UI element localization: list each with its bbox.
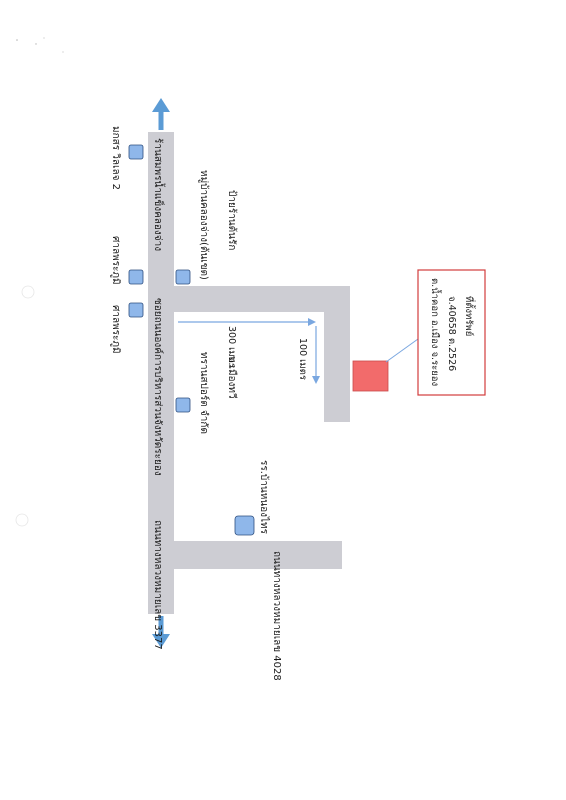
scan-speck: [43, 37, 45, 39]
main-road: [148, 132, 174, 614]
label-shrine-2: ศาลพระภูมิ: [110, 305, 121, 354]
landmark-marker-icon: [128, 144, 144, 160]
property-marker-icon: [352, 360, 389, 392]
scan-speck: [15, 513, 29, 527]
label-sign-shop: ป้ายร้านต้นรัก: [226, 190, 238, 250]
label-company-name: บ.เมืองทวี: [226, 356, 238, 399]
measure-label-100m: 100 เมตร: [297, 338, 308, 380]
label-village-klongjang: หมู่บ้านคลองจ่าง(ต้นเขต): [198, 170, 210, 280]
landmark-marker-icon: [234, 515, 255, 536]
landmark-marker-icon: [175, 269, 191, 285]
label-soi-pao: ซอยถนนองค์การบริหารส่วนจังหวัดระยอง: [152, 298, 164, 476]
measure-arrow-vertical: [312, 326, 320, 384]
property-box-deed: จ.40658 ต.2526: [446, 296, 457, 371]
property-info-box: [417, 269, 486, 396]
scan-speck: [35, 43, 37, 45]
landmark-marker-icon: [128, 269, 144, 285]
measure-label-300m: 300 เมตร: [226, 326, 237, 368]
label-highway-3377: ถนนทางหลวงหมายเลข 3377: [152, 520, 163, 650]
label-company-suffix: ทรานสปอร์ต จำกัด: [198, 352, 210, 434]
label-school: รร.บ้านหนองไทร: [258, 460, 270, 535]
property-box-title: ที่ตั้งทรัพย์: [463, 296, 476, 336]
road-direction-north-icon: [152, 98, 170, 130]
label-shrine-1: ศาลพระภูมิ: [110, 236, 121, 285]
branch-road: [174, 541, 342, 569]
property-box-location: ต.น้ำคอก อ.เมือง จ.ระยอง: [429, 278, 442, 386]
label-village-market: มกสร วิลเลจ 2: [110, 126, 121, 190]
measure-arrow-horizontal: [178, 318, 316, 326]
soi-road-horizontal: [174, 286, 350, 312]
soi-road-vertical: [324, 286, 350, 422]
road-direction-south-icon: [152, 616, 170, 648]
landmark-marker-icon: [128, 302, 144, 318]
scan-speck: [62, 51, 64, 53]
label-ice-shop: ร้านสมพรน้ำแข็งคลองจ่าง: [152, 138, 166, 251]
landmark-marker-icon: [175, 397, 191, 413]
label-highway-4028: ถนนทางหลวงหมายเลข 4028: [271, 551, 282, 681]
property-pointer-line: [385, 338, 419, 363]
scan-speck: [21, 285, 35, 299]
scan-speck: [16, 39, 18, 41]
